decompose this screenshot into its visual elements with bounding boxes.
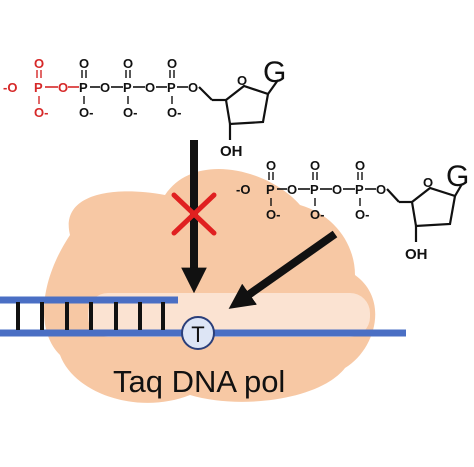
svg-text:O: O	[423, 175, 433, 190]
template-nucleotide-label: T	[191, 322, 204, 347]
template-nucleotide-circle	[181, 316, 215, 350]
svg-text:O O O: O O O	[266, 158, 365, 173]
taq-polymerase-body	[43, 168, 376, 403]
blocked-hydroxyl: OH	[220, 143, 243, 160]
allowed-substrate: -O P O P O P O O O O	[236, 158, 469, 263]
svg-text:O O O O: O O O O	[34, 56, 177, 71]
blocked-substrate: -O P O P O P O P O	[3, 56, 286, 160]
svg-text:O- O- O- O-: O- O- O- O-	[34, 105, 181, 120]
enzyme-label: Taq DNA pol	[113, 364, 285, 399]
blocked-x-mark	[171, 192, 217, 236]
allowed-chain: -O P O P O P O	[236, 182, 386, 197]
base-pair-rungs	[16, 302, 165, 330]
svg-text:O- O- O-: O- O- O-	[266, 207, 369, 222]
blocked-sugar-ring	[198, 79, 279, 140]
svg-text:O: O	[237, 73, 247, 88]
allowed-sugar-ring	[386, 183, 463, 242]
blocked-base-label: G	[263, 56, 286, 89]
allowed-base-label: G	[446, 160, 469, 193]
blocked-chain: -O P O P O P O P O	[3, 80, 198, 95]
incorporation-arrow	[228, 230, 338, 309]
allowed-hydroxyl: OH	[405, 246, 428, 263]
polymerase-cleft	[88, 293, 370, 337]
